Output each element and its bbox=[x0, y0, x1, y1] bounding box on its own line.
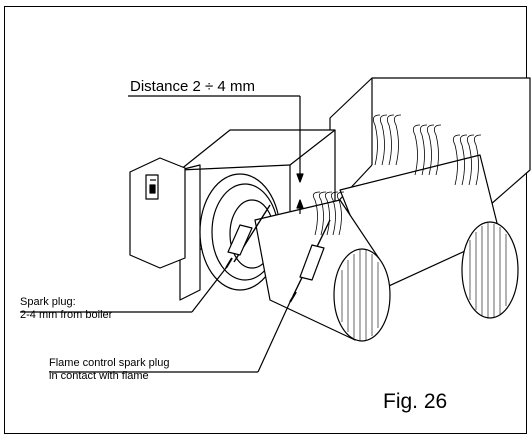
spark-plug-label-line1: Spark plug: bbox=[20, 296, 76, 308]
flame-control-label: Flame control spark plug in contact with… bbox=[49, 357, 169, 382]
spark-plug bbox=[225, 204, 271, 269]
flame-control-plug bbox=[289, 219, 331, 303]
flame-plug-leader bbox=[49, 301, 291, 373]
flame-control-label-line1: Flame control spark plug bbox=[49, 357, 170, 369]
figure-caption: Fig. 26 bbox=[383, 390, 448, 413]
front-tube bbox=[254, 199, 391, 342]
flame-control-label-line2: in contact with flame bbox=[49, 369, 149, 382]
rear-tube bbox=[339, 154, 519, 319]
distance-label: Distance 2 ÷ 4 mm bbox=[130, 78, 255, 95]
front-flame-ports bbox=[312, 191, 345, 236]
figure-border bbox=[4, 6, 527, 434]
spark-plug-label-line2: 2-4 mm from boiler bbox=[20, 308, 113, 321]
spark-plug-leader bbox=[20, 267, 227, 313]
spark-plug-label: Spark plug: 2-4 mm from boiler bbox=[20, 296, 112, 321]
mounting-bracket bbox=[129, 157, 186, 269]
rear-flame-ports bbox=[372, 114, 482, 186]
distance-indicator bbox=[128, 95, 304, 214]
